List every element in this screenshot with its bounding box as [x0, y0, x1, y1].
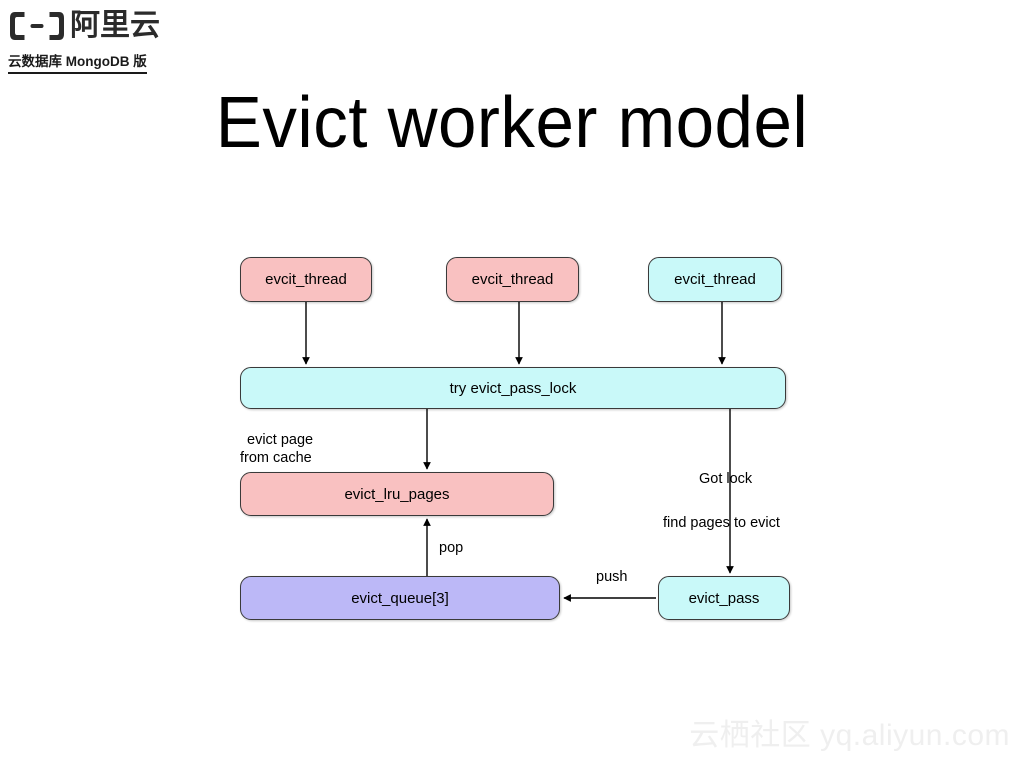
watermark: 云栖社区 yq.aliyun.com	[689, 719, 1010, 752]
edge-label-find-pages-to-evict: find pages to evict	[663, 515, 780, 531]
edge-label-pop: pop	[439, 540, 464, 556]
edge-label-evict-page: evict page	[247, 432, 314, 448]
node-evict-pass[interactable]: evict_pass	[658, 576, 790, 620]
node-evict-queue[interactable]: evict_queue[3]	[240, 576, 560, 620]
node-try-evict-pass-lock[interactable]: try evict_pass_lock	[240, 367, 786, 409]
brand-subtitle: 云数据库 MongoDB 版	[8, 50, 147, 74]
brand-name-cn: 阿里云	[70, 9, 160, 42]
brand-header: 阿里云 云数据库 MongoDB 版	[8, 6, 258, 74]
node-evcit-thread-2[interactable]: evcit_thread	[446, 257, 579, 302]
brand-logo-row: 阿里云	[8, 6, 258, 46]
edge-label-from-cache: from cache	[240, 450, 312, 466]
page-title: Evict worker model	[215, 83, 809, 163]
alibaba-cloud-bracket-logo-icon	[10, 12, 64, 40]
node-evcit-thread-1[interactable]: evcit_thread	[240, 257, 372, 302]
node-evcit-thread-3[interactable]: evcit_thread	[648, 257, 782, 302]
edge-label-push: push	[596, 569, 628, 585]
node-evict-lru-pages[interactable]: evict_lru_pages	[240, 472, 554, 516]
edge-label-got-lock: Got lock	[699, 471, 753, 487]
